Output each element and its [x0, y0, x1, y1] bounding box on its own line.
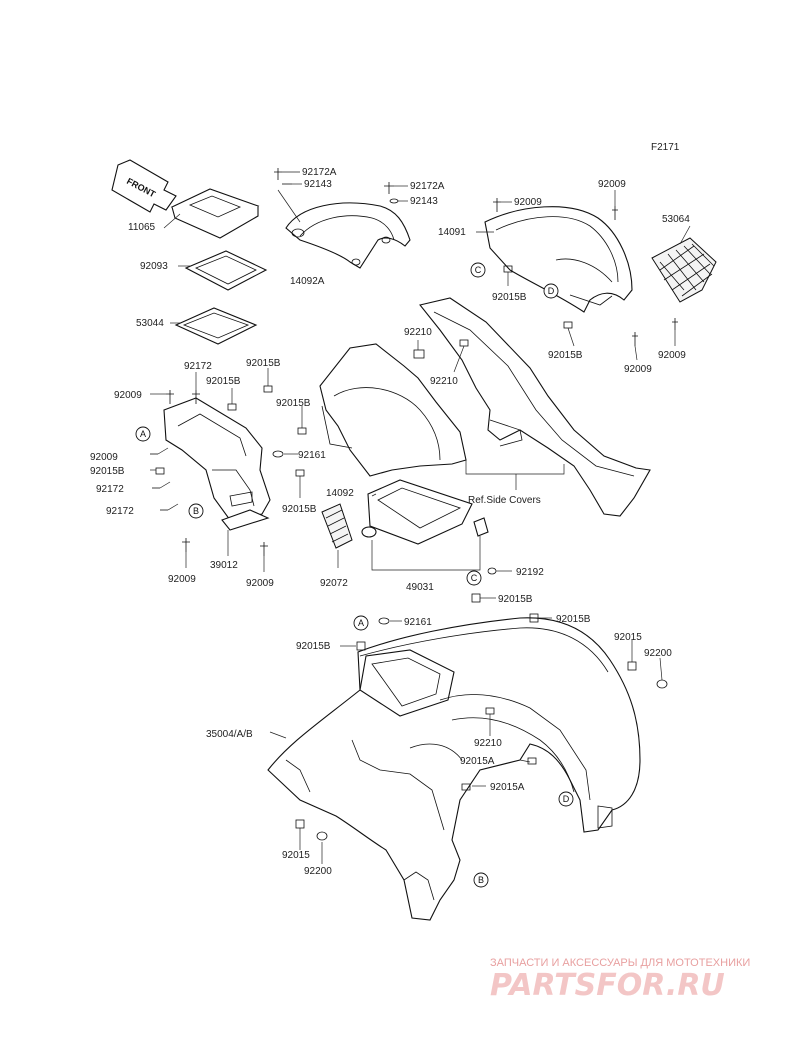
label-92172a-1: 92172A — [302, 167, 337, 178]
label-11065: 11065 — [128, 222, 156, 233]
callout-a2: A — [353, 615, 369, 631]
callout-b1: B — [188, 503, 204, 519]
label-92015-b: 92015 — [282, 850, 310, 861]
label-92015b-c: 92015B — [492, 292, 527, 303]
label-14092: 14092 — [326, 488, 354, 499]
part-92072-pad — [321, 503, 353, 549]
label-92172-1: 92172 — [184, 361, 212, 372]
callout-c2: C — [466, 570, 482, 586]
svg-text:C: C — [471, 573, 478, 583]
label-92161-1: 92161 — [298, 450, 326, 461]
label-53044: 53044 — [136, 318, 164, 329]
part-53044-gasket — [174, 307, 258, 345]
callout-d2: D — [558, 791, 574, 807]
label-39012: 39012 — [210, 560, 238, 571]
label-92143-2: 92143 — [410, 196, 438, 207]
label-92200: 92200 — [644, 648, 672, 659]
figure-code: F2171 — [651, 142, 680, 153]
part-53064-mesh — [651, 237, 717, 303]
label-49031: 49031 — [406, 582, 434, 593]
label-92015b-1: 92015B — [206, 376, 241, 387]
svg-text:D: D — [548, 286, 555, 296]
front-arrow: FRONT — [111, 159, 177, 213]
label-92009-tr1: 92009 — [514, 197, 542, 208]
part-14092a-cover — [285, 202, 411, 269]
label-92093: 92093 — [140, 261, 168, 272]
label-92210-3: 92210 — [474, 738, 502, 749]
label-92009-l1: 92009 — [114, 390, 142, 401]
label-92072: 92072 — [320, 578, 348, 589]
label-92200-b: 92200 — [304, 866, 332, 877]
label-92143-1: 92143 — [304, 179, 332, 190]
callout-b2: B — [473, 872, 489, 888]
label-92015a-2: 92015A — [490, 782, 525, 793]
label-35004: 35004/A/B — [206, 729, 253, 740]
label-92015b-4: 92015B — [282, 504, 317, 515]
label-92015b-7: 92015B — [296, 641, 331, 652]
label-92009-r1: 92009 — [658, 350, 686, 361]
callout-d1: D — [543, 283, 559, 299]
watermark-logo: PARTSFOR.RU — [490, 968, 725, 1003]
callout-a1: A — [135, 426, 151, 442]
label-92009-b2: 92009 — [246, 578, 274, 589]
label-92192: 92192 — [516, 567, 544, 578]
label-92172-3: 92172 — [106, 506, 134, 517]
label-92172a-2: 92172A — [410, 181, 445, 192]
svg-text:C: C — [475, 265, 482, 275]
label-92015b-3: 92015B — [276, 398, 311, 409]
callout-c1: C — [470, 262, 486, 278]
label-92015a-1: 92015A — [460, 756, 495, 767]
label-92009-tr2: 92009 — [598, 179, 626, 190]
leader-lines — [150, 171, 691, 864]
label-92015b-5: 92015B — [498, 594, 533, 605]
part-39012-duct — [163, 397, 271, 531]
part-labels: 11065 92093 53044 92172A 92143 14092A 92… — [90, 167, 690, 877]
side-cover-right — [419, 297, 651, 517]
part-92093-seal — [184, 250, 268, 291]
label-14091: 14091 — [438, 227, 466, 238]
watermark: ЗАПЧАСТИ И АКСЕССУАРЫ ДЛЯ МОТОТЕХНИКИ PA… — [490, 957, 750, 1003]
label-14092a: 14092A — [290, 276, 325, 287]
label-92172-2: 92172 — [96, 484, 124, 495]
label-92015: 92015 — [614, 632, 642, 643]
svg-text:B: B — [193, 506, 199, 516]
label-92015b-l: 92015B — [90, 466, 125, 477]
svg-text:B: B — [478, 875, 484, 885]
label-92161-2: 92161 — [404, 617, 432, 628]
fasteners — [150, 168, 678, 841]
label-92015b-6: 92015B — [556, 614, 591, 625]
label-53064: 53064 — [662, 214, 690, 225]
side-cover-left — [319, 343, 467, 477]
svg-text:A: A — [358, 618, 364, 628]
label-92009-b1: 92009 — [168, 574, 196, 585]
part-35004-fender — [267, 617, 641, 921]
label-92015b-2: 92015B — [246, 358, 281, 369]
label-92210-2: 92210 — [430, 376, 458, 387]
label-92009-l2: 92009 — [90, 452, 118, 463]
label-ref-side-covers: Ref.Side Covers — [468, 495, 541, 506]
label-92009-r2: 92009 — [624, 364, 652, 375]
label-92210-1: 92210 — [404, 327, 432, 338]
svg-text:D: D — [563, 794, 570, 804]
part-11065-lid — [170, 188, 260, 239]
watermark-caption: ЗАПЧАСТИ И АКСЕССУАРЫ ДЛЯ МОТОТЕХНИКИ — [490, 957, 750, 969]
part-14092-lid — [361, 479, 489, 545]
label-92015b-d: 92015B — [548, 350, 583, 361]
svg-text:A: A — [140, 429, 146, 439]
